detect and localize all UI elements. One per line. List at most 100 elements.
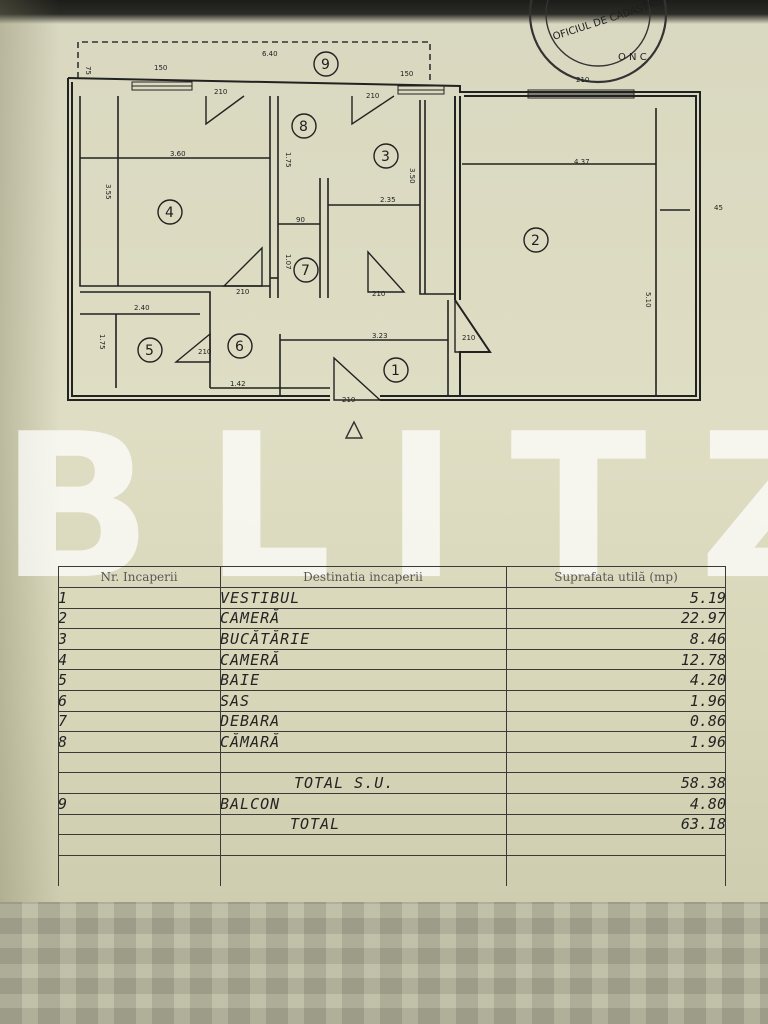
dim-room2-width: 4.37 <box>574 158 590 166</box>
opening-door-mid: 210 <box>366 92 379 100</box>
cell-name: BALCON <box>220 792 506 815</box>
table-row: 3 BUCĂTĂRIE 8.46 <box>58 628 726 650</box>
table-header-row: Nr. Incaperii Destinatia incaperii Supra… <box>58 566 726 588</box>
cell-name: VESTIBUL <box>220 587 506 609</box>
table-border-right <box>725 566 727 886</box>
floor-plan: OFICIUL DE CADASTRU O N C <box>67 0 723 439</box>
opening-door-room3: 210 <box>372 290 385 298</box>
table-row: 8 CĂMARĂ 1.96 <box>58 731 726 753</box>
table-divider-2 <box>506 566 508 886</box>
opening-door-left: 210 <box>214 88 227 96</box>
entrance-marker <box>344 420 364 439</box>
room-label-5: 5 <box>145 343 154 359</box>
room-label-6: 6 <box>235 339 244 355</box>
cell-area <box>506 751 726 773</box>
opening-door-bath: 210 <box>198 348 211 356</box>
room-labels: 9 8 3 4 2 7 5 6 1 <box>137 51 549 383</box>
table-row: 7 DEBARA 0.86 <box>58 710 726 732</box>
cell-area <box>506 834 726 856</box>
cell-area: 63.18 <box>506 813 726 835</box>
cell-name: TOTAL S.U. <box>220 772 506 794</box>
table-row <box>58 751 726 773</box>
blitz-watermark: BLITZ <box>0 425 768 590</box>
table-row: 4 CAMERĂ 12.78 <box>58 648 726 670</box>
cell-nr <box>58 834 220 856</box>
cell-name: BAIE <box>220 669 506 691</box>
dim-balcony-width: 6.40 <box>262 50 278 58</box>
cell-area: 5.19 <box>506 587 726 609</box>
table-row: 2 CAMERĂ 22.97 <box>58 607 726 629</box>
opening-window-left: 150 <box>154 64 167 72</box>
pixelated-region <box>0 902 768 1024</box>
opening-window-mid: 150 <box>400 70 413 78</box>
table-row <box>58 834 726 856</box>
windows <box>131 81 635 99</box>
dim-room1-width: 3.23 <box>372 332 388 340</box>
table-row-total-su: TOTAL S.U. 58.38 <box>58 772 726 794</box>
opening-door-room4: 210 <box>236 288 249 296</box>
cadastre-stamp: OFICIUL DE CADASTRU O N C <box>528 0 668 84</box>
opening-labels: 150 210 210 150 210 210 210 210 210 210 <box>154 64 589 404</box>
cell-name: CĂMARĂ <box>220 731 506 753</box>
cell-nr: 3 <box>58 628 220 650</box>
cell-name: CAMERĂ <box>220 648 506 670</box>
cell-nr: 6 <box>58 689 220 712</box>
cell-name: DEBARA <box>220 710 506 732</box>
cell-nr: 1 <box>58 587 220 609</box>
stamp-text: OFICIUL DE CADASTRU <box>552 0 664 43</box>
cell-name: BUCĂTĂRIE <box>220 628 506 650</box>
rooms-table-wrap: Nr. Incaperii Destinatia incaperii Supra… <box>58 566 727 896</box>
room-label-4: 4 <box>165 205 174 221</box>
dim-room4-depth: 3.55 <box>104 184 112 200</box>
dim-room3-depth: 3.50 <box>408 168 416 184</box>
opening-window-right: 210 <box>576 76 589 84</box>
balcony-outline <box>77 41 431 84</box>
outer-walls <box>67 77 701 401</box>
table-divider-1 <box>220 566 222 886</box>
cell-area: 8.46 <box>506 628 726 650</box>
room-label-1: 1 <box>391 363 400 379</box>
cell-name: SAS <box>220 689 506 712</box>
table-row: 6 SAS 1.96 <box>58 689 726 712</box>
dim-room4-width: 3.60 <box>170 150 186 158</box>
table-row-total: TOTAL 63.18 <box>58 813 726 835</box>
stamp-letters: O N C <box>618 52 647 63</box>
header-destination: Destinatia incaperii <box>220 566 506 588</box>
opening-door-room2: 210 <box>462 334 475 342</box>
cell-area: 1.96 <box>506 689 726 712</box>
cell-area: 22.97 <box>506 607 726 629</box>
cell-nr: 2 <box>58 607 220 629</box>
rooms-table: Nr. Incaperii Destinatia incaperii Supra… <box>58 566 726 876</box>
cell-nr: 5 <box>58 669 220 691</box>
cell-area: 0.86 <box>506 710 726 732</box>
table-row <box>58 854 726 876</box>
cell-area <box>506 854 726 876</box>
cell-area: 58.38 <box>506 772 726 794</box>
dim-room7-depth: 1.07 <box>284 254 292 270</box>
dim-wall-outer: 45 <box>714 204 723 212</box>
room-label-9: 9 <box>321 57 330 73</box>
table-row: 9 BALCON 4.80 <box>58 792 726 815</box>
cell-area: 12.78 <box>506 648 726 670</box>
cell-nr <box>58 854 220 876</box>
dim-room2-depth: 5.10 <box>644 292 652 308</box>
table-row: 5 BAIE 4.20 <box>58 669 726 691</box>
cell-nr: 7 <box>58 710 220 732</box>
table-row: 1 VESTIBUL 5.19 <box>58 587 726 609</box>
dim-room3-width: 2.35 <box>380 196 396 204</box>
table-border-left <box>58 566 60 886</box>
door-swings <box>174 95 492 401</box>
header-area: Suprafata utilă (mp) <box>506 566 726 588</box>
cell-name: CAMERĂ <box>220 607 506 629</box>
dim-room8-width: 90 <box>296 216 305 224</box>
dimension-labels: 6.40 75 3.60 3.55 4.37 5.10 2.35 3.50 1.… <box>84 50 723 388</box>
opening-door-entry: 210 <box>342 396 355 404</box>
cell-name <box>220 854 506 876</box>
cell-nr: 4 <box>58 648 220 670</box>
dim-room5-width: 2.40 <box>134 304 150 312</box>
cell-nr: 9 <box>58 792 220 815</box>
dim-balcony-depth: 75 <box>84 66 92 75</box>
cell-nr <box>58 751 220 773</box>
room-label-2: 2 <box>531 233 540 249</box>
cell-nr <box>58 813 220 835</box>
